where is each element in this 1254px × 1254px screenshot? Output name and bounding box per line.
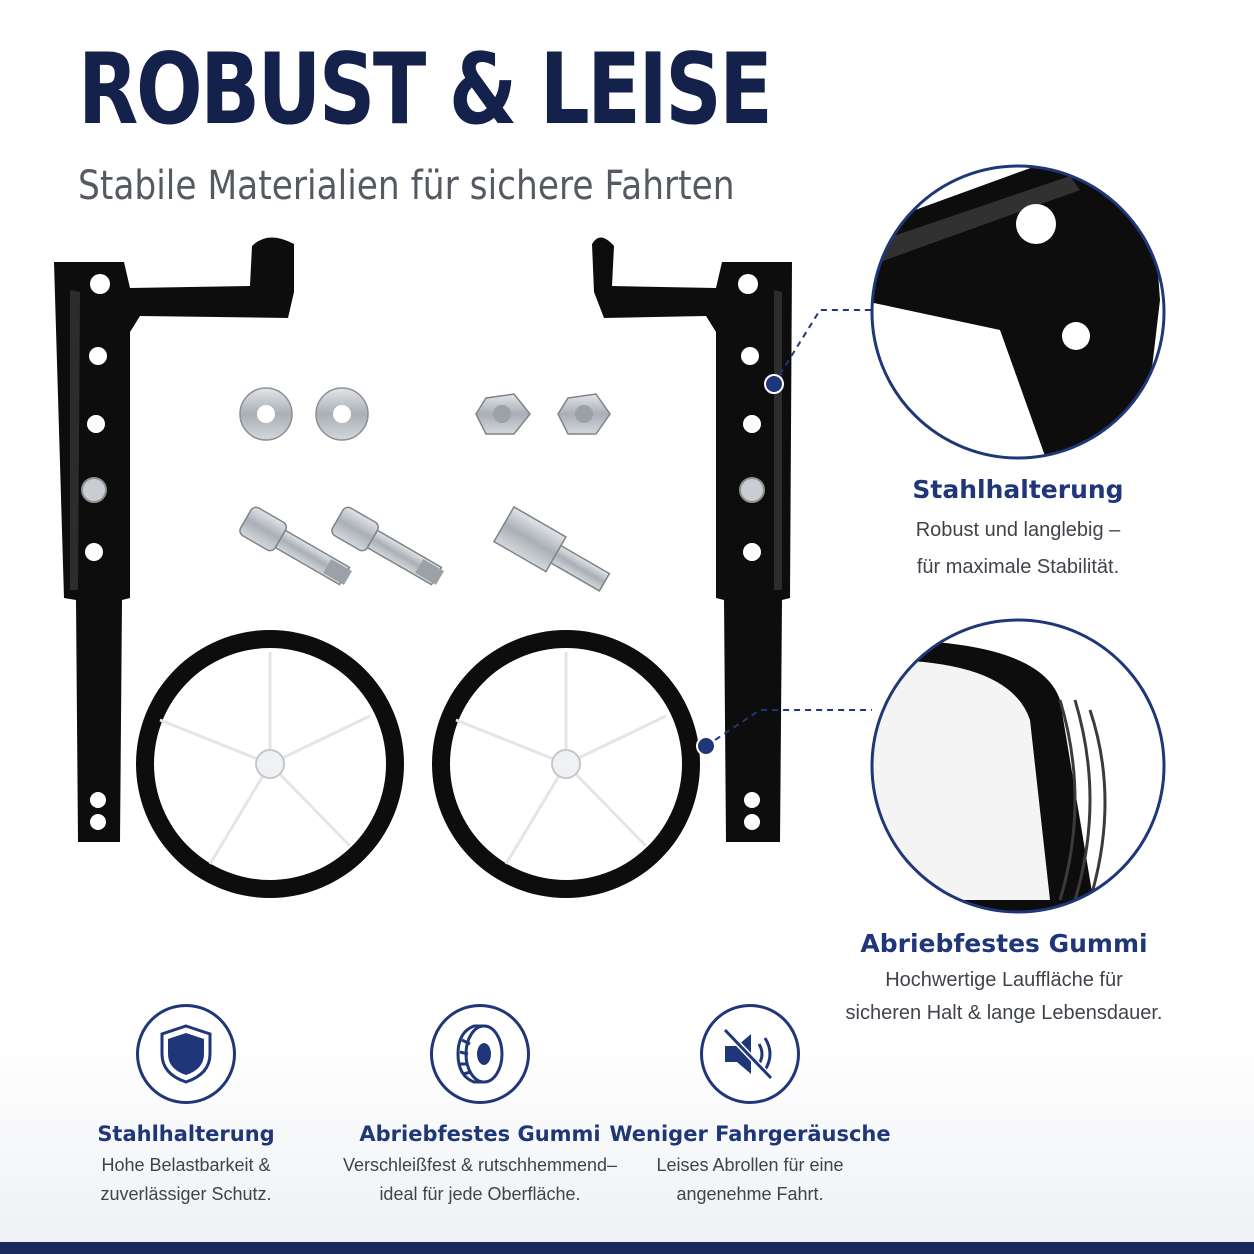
bottom-accent-bar xyxy=(0,1242,1254,1254)
left-wheel xyxy=(136,630,404,898)
feature-low-noise: Weniger Fahrgeräusche Leises Abrollen fü… xyxy=(600,1004,900,1208)
callout-title: Abriebfestes Gummi xyxy=(860,929,1148,958)
mounting-hardware xyxy=(239,387,611,592)
feature-line: angenehme Fahrt. xyxy=(676,1184,824,1204)
left-steel-bracket xyxy=(54,237,294,842)
feature-steel-bracket: Stahlhalterung Hohe Belastbarkeit & zuve… xyxy=(36,1004,336,1208)
callout-steel-bracket: Stahlhalterung Robust und langlebig – fü… xyxy=(880,472,1156,582)
callout-title: Stahlhalterung xyxy=(912,475,1124,504)
right-steel-bracket xyxy=(592,237,792,842)
feature-rubber: Abriebfestes Gummi Verschleißfest & ruts… xyxy=(330,1004,630,1208)
callout-line: Robust und langlebig – xyxy=(915,519,1121,541)
shield-icon xyxy=(136,1004,236,1104)
callout-line: für maximale Stabilität. xyxy=(916,556,1120,578)
tire-icon xyxy=(430,1004,530,1104)
feature-line: Verschleißfest & rutschhemmend– xyxy=(342,1155,618,1175)
right-wheel xyxy=(432,630,700,898)
page-subtitle: Stabile Materialien für sichere Fahrten xyxy=(78,163,735,209)
page-title: ROBUST & LEISE xyxy=(78,33,773,147)
callout-leader-lines xyxy=(696,309,872,756)
callout-line: Hochwertige Lauffläche für xyxy=(885,969,1123,991)
zoom-bracket-detail xyxy=(870,164,1166,460)
callout-line: sicheren Halt & lange Lebensdauer. xyxy=(845,1002,1163,1024)
callout-rubber-tread: Abriebfestes Gummi Hochwertige Lauffläch… xyxy=(820,926,1188,1028)
feature-line: zuverlässiger Schutz. xyxy=(100,1184,272,1204)
feature-line: Leises Abrollen für eine xyxy=(656,1155,844,1175)
zoom-tire-detail xyxy=(870,618,1166,914)
mute-speaker-icon xyxy=(700,1004,800,1104)
feature-line: ideal für jede Oberfläche. xyxy=(379,1184,581,1204)
feature-line: Hohe Belastbarkeit & xyxy=(101,1155,271,1175)
feature-title: Abriebfestes Gummi xyxy=(359,1122,601,1146)
feature-title: Stahlhalterung xyxy=(97,1122,275,1146)
feature-title: Weniger Fahrgeräusche xyxy=(609,1122,891,1146)
